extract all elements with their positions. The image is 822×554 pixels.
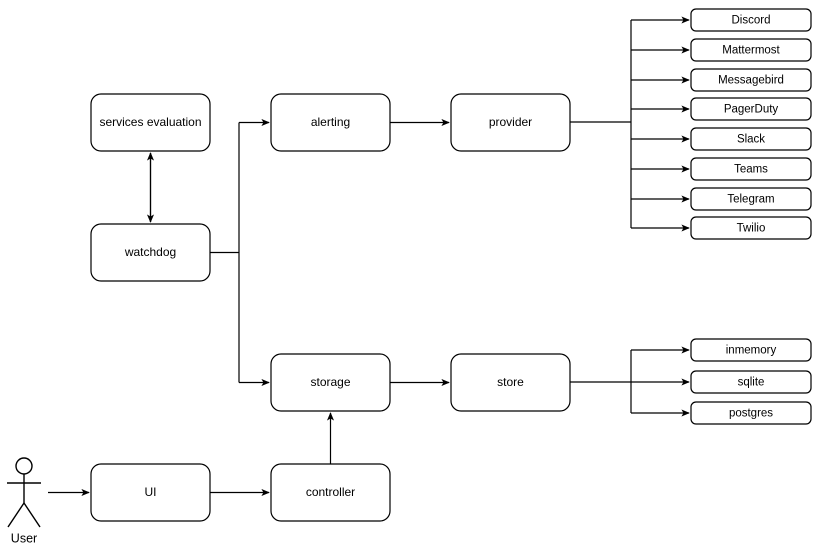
store-node-inmemory[interactable]: inmemory [690,338,812,362]
provider-box-messagebird[interactable] [690,68,812,92]
node-label-controller: controller [306,485,355,499]
provider-box-telegram[interactable] [690,187,812,211]
provider-node-slack[interactable]: Slack [690,127,812,151]
node-box-controller[interactable] [270,463,391,522]
provider-label-teams: Teams [734,164,768,176]
node-box-storage[interactable] [270,353,391,412]
node-label-services-evaluation: services evaluation [99,115,201,129]
nodes-layer: services evaluation alerting provider watch… [90,93,571,522]
provider-label-telegram: Telegram [727,194,774,206]
provider-box-mattermost[interactable] [690,38,812,62]
provider-node-telegram[interactable]: Telegram [690,187,812,211]
provider-label-pagerduty: PagerDuty [724,104,779,116]
node-box-store[interactable] [450,353,571,412]
node-label-ui: UI [145,485,157,499]
provider-box-discord[interactable] [690,8,812,32]
node-provider[interactable]: provider [450,93,571,152]
node-label-provider: provider [489,115,532,129]
node-controller[interactable]: controller [270,463,391,522]
provider-box-teams[interactable] [690,157,812,181]
provider-node-discord[interactable]: Discord [690,8,812,32]
store-label-postgres: postgres [729,408,773,420]
user-head-icon [15,457,33,475]
node-alerting[interactable]: alerting [270,93,391,152]
node-box-watchdog[interactable] [90,223,211,282]
provider-label-discord: Discord [732,15,771,27]
node-label-storage: storage [310,375,350,389]
user-actor: User [7,457,41,545]
node-store[interactable]: store [450,353,571,412]
node-storage[interactable]: storage [270,353,391,412]
node-label-watchdog: watchdog [124,245,176,259]
node-box-provider[interactable] [450,93,571,152]
provider-label-messagebird: Messagebird [718,75,784,87]
store-label-inmemory: inmemory [726,345,777,357]
provider-box-slack[interactable] [690,127,812,151]
node-label-store: store [497,375,524,389]
node-services-evaluation[interactable]: services evaluation [90,93,211,152]
edges-layer [48,16,690,497]
store-box-postgres[interactable] [690,401,812,425]
store-box-inmemory[interactable] [690,338,812,362]
store-box-sqlite[interactable] [690,370,812,394]
node-ui[interactable]: UI [90,463,211,522]
leaves-layer: DiscordMattermostMessagebirdPagerDutySla… [690,8,812,425]
node-box-alerting[interactable] [270,93,391,152]
provider-label-slack: Slack [737,134,765,146]
node-watchdog[interactable]: watchdog [90,223,211,282]
node-box-ui[interactable] [90,463,211,522]
node-box-services-evaluation[interactable] [90,93,211,152]
user-leg-right-icon [23,502,41,528]
provider-box-twilio[interactable] [690,216,812,240]
user-leg-left-icon [7,502,25,528]
provider-node-messagebird[interactable]: Messagebird [690,68,812,92]
provider-label-twilio: Twilio [737,223,766,235]
store-node-postgres[interactable]: postgres [690,401,812,425]
provider-box-pagerduty[interactable] [690,97,812,121]
provider-node-mattermost[interactable]: Mattermost [690,38,812,62]
provider-label-mattermost: Mattermost [722,45,780,57]
user-actor-label: User [11,531,37,545]
node-label-alerting: alerting [311,115,350,129]
store-label-sqlite: sqlite [738,377,765,389]
provider-node-teams[interactable]: Teams [690,157,812,181]
store-node-sqlite[interactable]: sqlite [690,370,812,394]
provider-node-twilio[interactable]: Twilio [690,216,812,240]
provider-node-pagerduty[interactable]: PagerDuty [690,97,812,121]
